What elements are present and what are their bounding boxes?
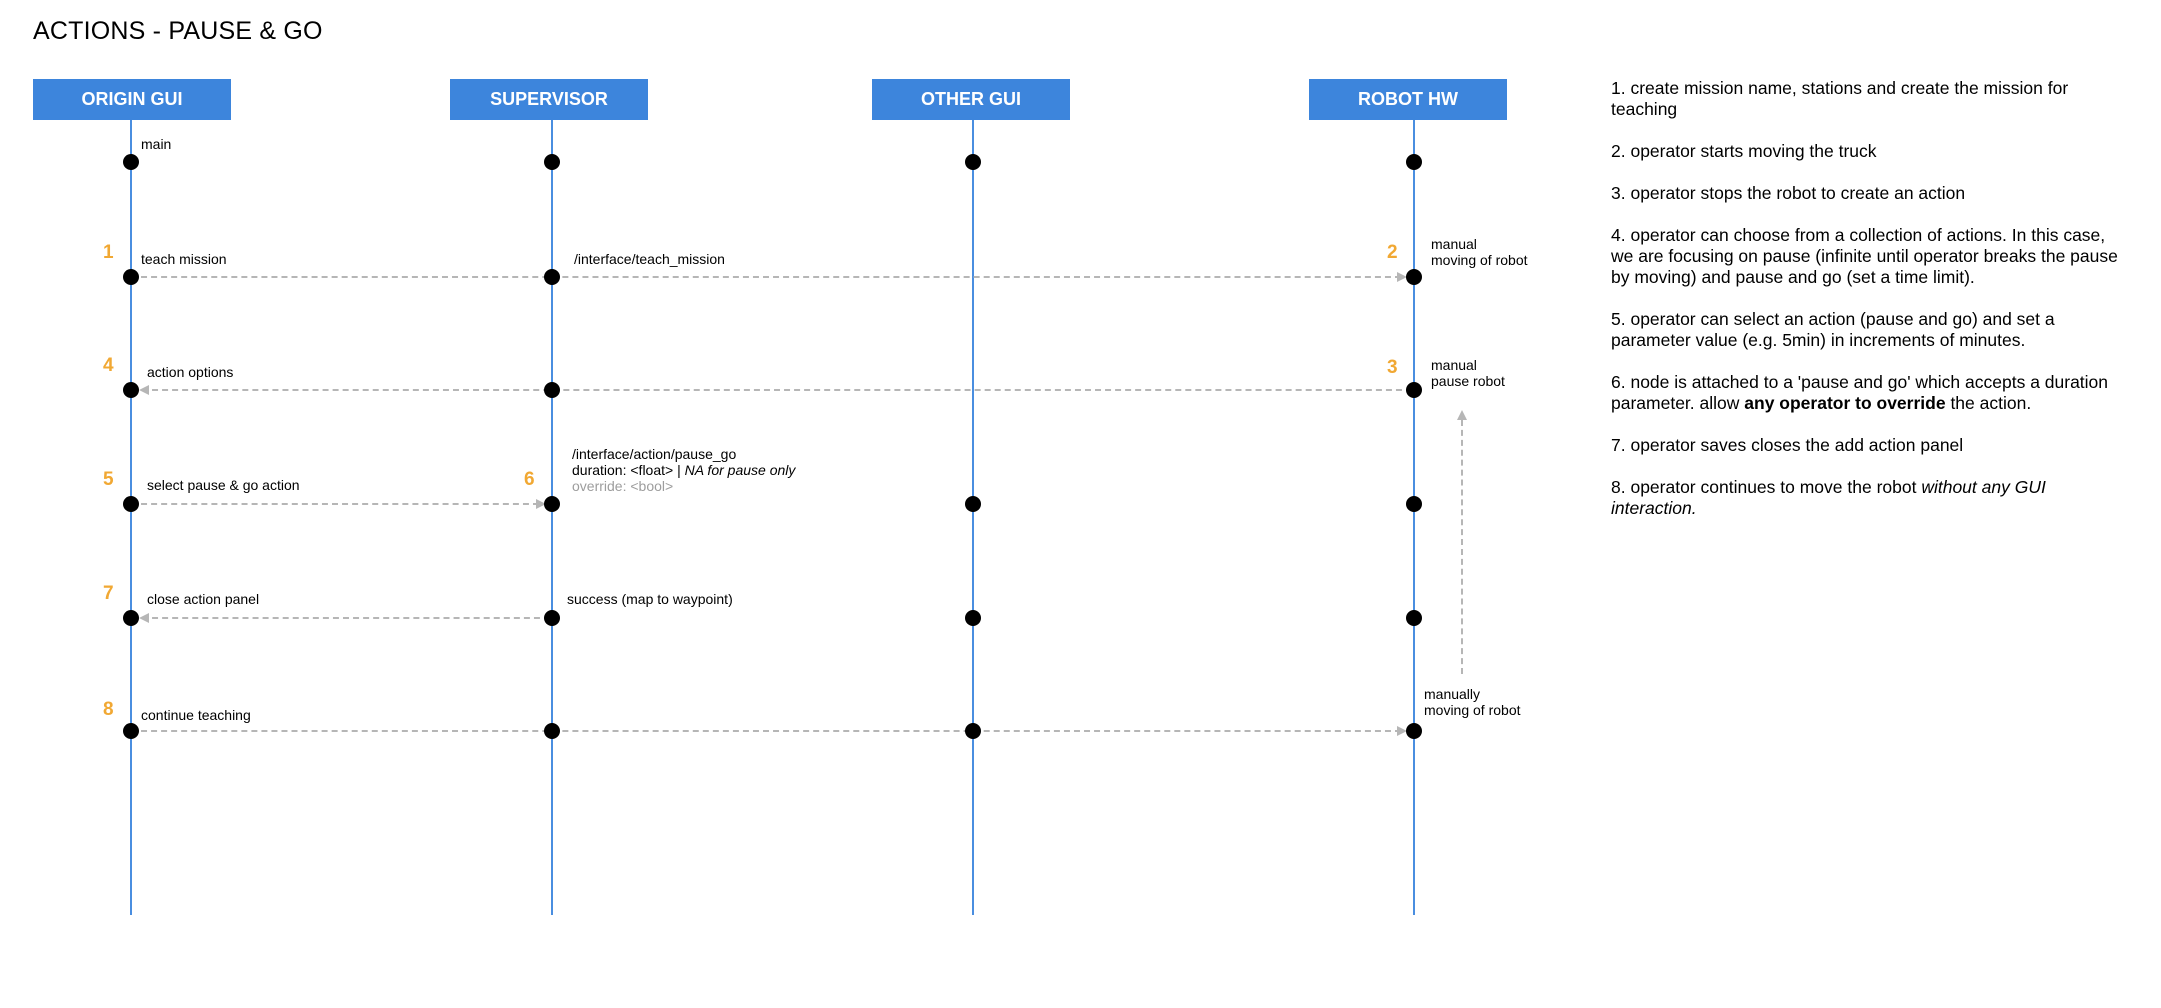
- node-dot: [123, 723, 139, 739]
- node-dot: [544, 723, 560, 739]
- node-dot: [123, 269, 139, 285]
- note-6-bold: any operator to override: [1744, 393, 1946, 413]
- note-5: 5. operator can select an action (pause …: [1611, 309, 2055, 350]
- note-4: 4. operator can choose from a collection…: [1611, 225, 2118, 287]
- lifeline-robot-hw: [1413, 120, 1415, 915]
- note-1: 1. create mission name, stations and cre…: [1611, 78, 2069, 119]
- lane-header-robot-hw: ROBOT HW: [1309, 79, 1507, 120]
- arrowhead-right: [1397, 726, 1407, 736]
- vertical-dashed-arrow: [1461, 420, 1463, 674]
- label-manual-moving-line1: manual: [1431, 236, 1477, 252]
- arrowhead-right: [1397, 272, 1407, 282]
- arrowhead-left: [139, 385, 149, 395]
- step-marker-4: 4: [103, 355, 114, 376]
- label-manually-line1: manually: [1424, 686, 1481, 702]
- message-arrow-action-options: [142, 389, 1412, 391]
- note-6: 6. node is attached to a 'pause and go' …: [1611, 372, 2131, 414]
- note-6-text: 6. node is attached to a 'pause and go' …: [1611, 372, 2109, 413]
- label-duration-prefix: duration: <float> |: [572, 462, 685, 478]
- node-dot: [544, 382, 560, 398]
- notes-panel: 1. create mission name, stations and cre…: [1611, 78, 2131, 540]
- note-2: 2. operator starts moving the truck: [1611, 141, 1877, 161]
- lane-header-supervisor: SUPERVISOR: [450, 79, 648, 120]
- note-3: 3. operator stops the robot to create an…: [1611, 183, 1966, 203]
- label-teach-topic: /interface/teach_mission: [574, 251, 725, 267]
- lifeline-other-gui: [972, 120, 974, 915]
- node-dot: [965, 610, 981, 626]
- label-action-options: action options: [147, 364, 234, 380]
- node-dot: [123, 154, 139, 170]
- label-override: override: <bool>: [572, 478, 674, 494]
- note-8: 8. operator continues to move the robot …: [1611, 477, 2131, 519]
- message-arrow-teach-mission: [131, 276, 1401, 278]
- label-manually-line2: moving of robot: [1424, 702, 1521, 718]
- label-close-panel: close action panel: [147, 591, 260, 607]
- node-dot: [965, 723, 981, 739]
- step-marker-3: 3: [1387, 357, 1398, 378]
- page-title: ACTIONS - PAUSE & GO: [33, 17, 323, 45]
- label-main: main: [141, 136, 172, 152]
- node-dot: [544, 496, 560, 512]
- label-select-pause: select pause & go action: [147, 477, 300, 493]
- message-arrow-continue-teaching: [131, 730, 1401, 732]
- lane-header-origin-gui: ORIGIN GUI: [33, 79, 231, 120]
- node-dot: [544, 154, 560, 170]
- label-duration: duration: <float> | NA for pause only: [572, 462, 795, 478]
- note-8-text: 8. operator continues to move the robot: [1611, 477, 1922, 497]
- node-dot: [123, 382, 139, 398]
- node-dot: [1406, 382, 1422, 398]
- node-dot: [1406, 496, 1422, 512]
- node-dot: [544, 269, 560, 285]
- label-success: success (map to waypoint): [567, 591, 733, 607]
- step-marker-2: 2: [1387, 242, 1398, 263]
- message-arrow-select-pause: [131, 503, 539, 505]
- label-manual-moving-line2: moving of robot: [1431, 252, 1528, 268]
- node-dot: [1406, 610, 1422, 626]
- lane-header-other-gui: OTHER GUI: [872, 79, 1070, 120]
- note-7: 7. operator saves closes the add action …: [1611, 435, 1964, 455]
- step-marker-5: 5: [103, 469, 114, 490]
- label-teach-mission: teach mission: [141, 251, 227, 267]
- label-pause-topic: /interface/action/pause_go: [572, 446, 737, 462]
- node-dot: [1406, 269, 1422, 285]
- label-manual-pause-line2: pause robot: [1431, 373, 1505, 389]
- step-marker-6: 6: [524, 469, 535, 490]
- node-dot: [965, 496, 981, 512]
- node-dot: [1406, 723, 1422, 739]
- node-dot: [123, 496, 139, 512]
- label-duration-note: NA for pause only: [684, 462, 796, 478]
- lifeline-supervisor: [551, 120, 553, 915]
- arrowhead-up: [1457, 410, 1467, 420]
- node-dot: [965, 154, 981, 170]
- message-arrow-close-panel: [142, 617, 550, 619]
- arrowhead-left: [139, 613, 149, 623]
- lifeline-origin-gui: [130, 120, 132, 915]
- note-6-end: the action.: [1945, 393, 2032, 413]
- step-marker-1: 1: [103, 242, 114, 263]
- node-dot: [544, 610, 560, 626]
- step-marker-7: 7: [103, 583, 114, 604]
- note-8-italic: without any GUI interaction.: [1611, 477, 2046, 518]
- step-marker-8: 8: [103, 699, 114, 720]
- arrowhead-right: [536, 499, 546, 509]
- label-manual-pause-line1: manual: [1431, 357, 1477, 373]
- node-dot: [123, 610, 139, 626]
- label-continue-teaching: continue teaching: [141, 707, 251, 723]
- node-dot: [1406, 154, 1422, 170]
